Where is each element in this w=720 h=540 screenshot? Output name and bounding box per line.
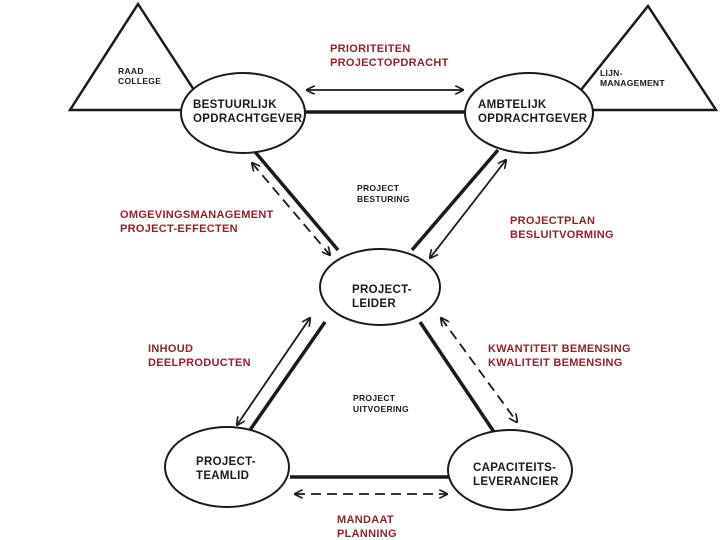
capaciteitsleverancier-label: CAPACITEITS- LEVERANCIER — [473, 462, 560, 488]
left-lower-structure-line — [248, 321, 327, 431]
projectleider-node — [319, 248, 441, 326]
top-flow-label: PRIORITEITEN PROJECTOPDRACHT — [330, 43, 449, 69]
bestuurlijk-opdrachtgever-label: BESTUURLIJK OPDRACHTGEVER — [193, 99, 303, 125]
ambtelijk-opdrachtgever-node — [464, 72, 594, 154]
project-besturing-label: PROJECT BESTURING — [357, 183, 410, 204]
lijn-management-label: LIJN- MANAGEMENT — [600, 68, 665, 88]
left-lower-double-arrow — [237, 318, 310, 425]
right-lower-flow-label: KWANTITEIT BEMENSING KWALITEIT BEMENSING — [488, 343, 634, 369]
right-upper-double-arrow — [430, 160, 506, 258]
projectteamlid-node — [164, 426, 290, 508]
left-upper-structure-line — [248, 144, 340, 252]
right-upper-flow-label: PROJECTPLAN BESLUITVORMING — [510, 215, 614, 241]
project-uitvoering-label: PROJECT UITVOERING — [353, 393, 409, 414]
raad-college-label: RAAD COLLEGE — [118, 66, 161, 86]
right-upper-structure-line — [410, 148, 500, 252]
ambtelijk-opdrachtgever-label: AMBTELIJK OPDRACHTGEVER — [478, 99, 588, 125]
projectleider-label: PROJECT- LEIDER — [352, 284, 415, 310]
bottom-flow-label: MANDAAT PLANNING — [337, 514, 397, 540]
projectteamlid-label: PROJECT- TEAMLID — [196, 456, 259, 482]
raad-college-triangle — [67, 1, 210, 112]
left-upper-dashed-arrow — [252, 163, 330, 255]
bestuurlijk-opdrachtgever-node — [180, 72, 306, 154]
left-upper-flow-label: OMGEVINGSMANAGEMENT PROJECT-EFFECTEN — [120, 209, 277, 235]
lijn-management-triangle — [562, 3, 719, 112]
capaciteitsleverancier-node — [447, 429, 573, 511]
right-lower-dashed-arrow — [441, 318, 517, 422]
left-lower-flow-label: INHOUD DEELPRODUCTEN — [148, 343, 251, 369]
